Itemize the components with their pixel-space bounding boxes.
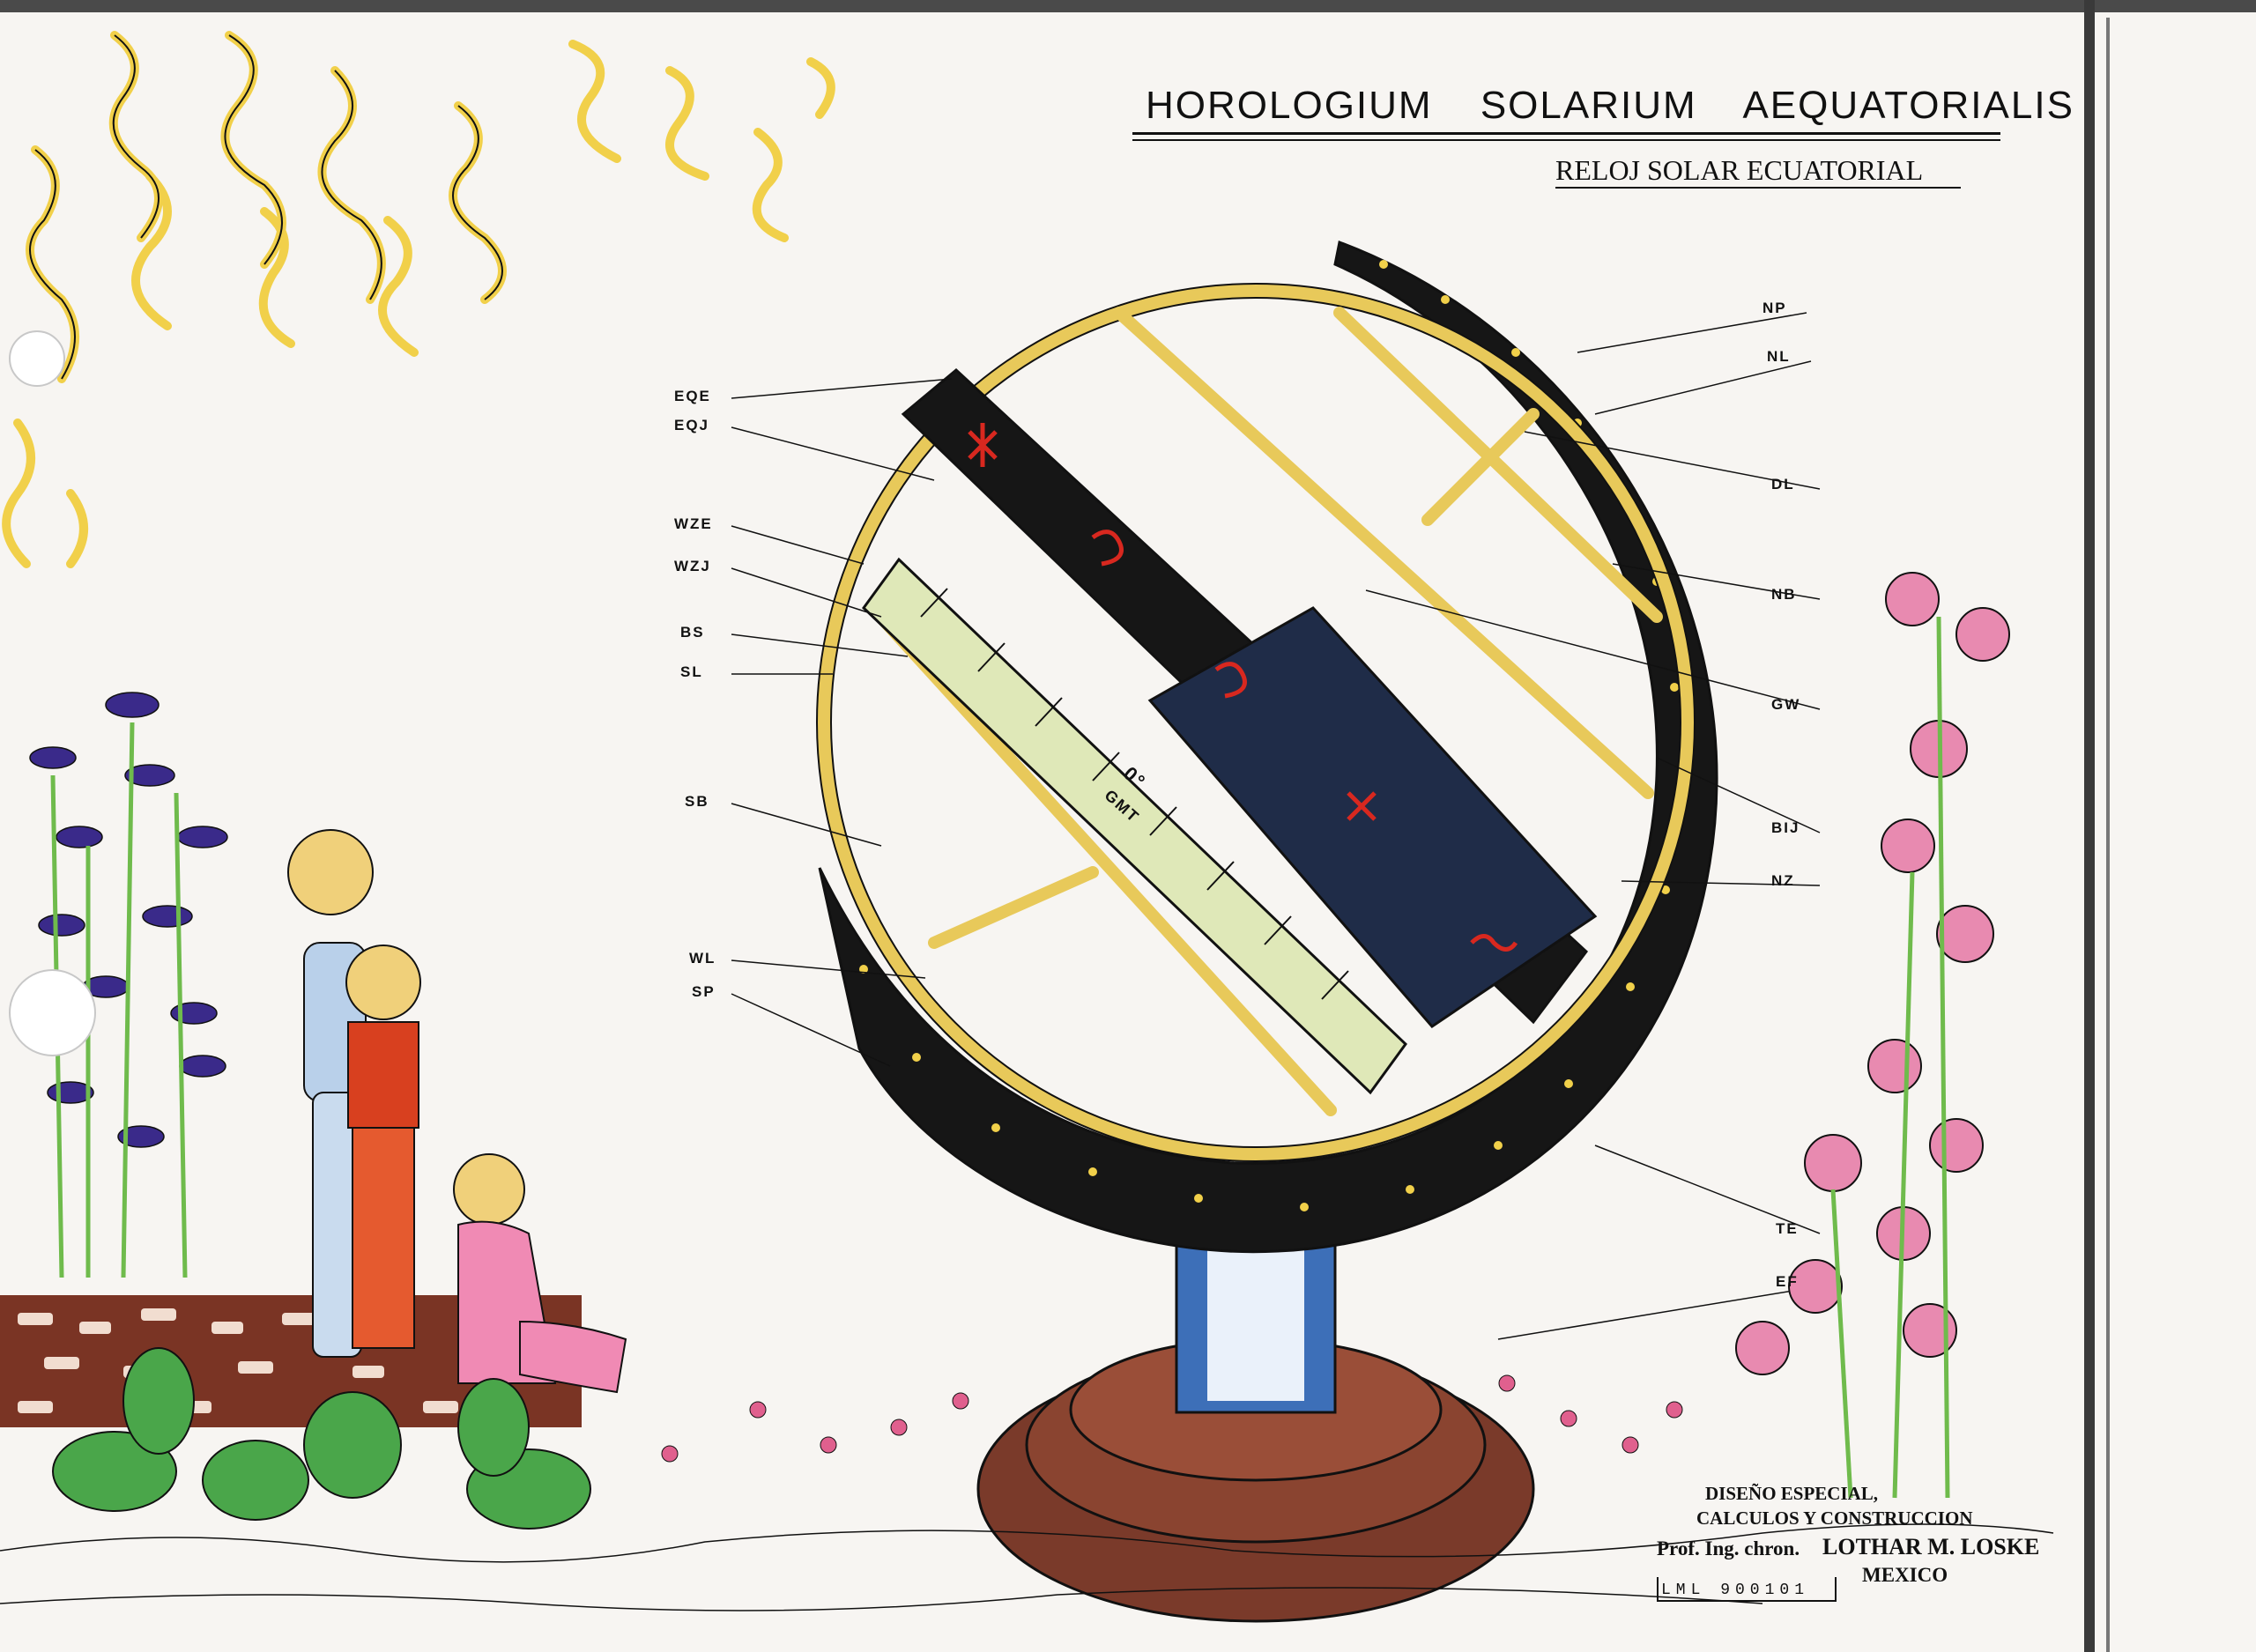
label-bij: BIJ [1771,819,1800,836]
label-wl: WL [689,950,716,967]
sun-rays [2,31,835,568]
label-wzj: WZJ [674,558,711,574]
title-word-3: AEQUATORIALIS [1742,84,2074,127]
title-word-2: SOLARIUM [1480,84,1697,127]
hour-scale [862,557,1407,1095]
equatorial-ring [817,284,1695,1161]
subtitle-underline [1555,187,1961,189]
pink-flower-stems [1830,616,1950,1499]
zodiac-symbols [968,423,1518,952]
credit-line-3-prefix: Prof. Ing. chron. [1657,1537,1800,1559]
binder-hole-bottom [9,969,96,1056]
label-sp: SP [692,983,716,1000]
credit-line-4: MEXICO [1862,1564,1948,1586]
paper-right-edge [2084,0,2095,1652]
label-bs: BS [680,624,705,641]
sun-ray-outlines [29,34,503,380]
label-eqe: EQE [674,388,711,404]
credit-line-3-name: LOTHAR M. LOSKE [1822,1534,2040,1559]
label-sb: SB [685,793,709,810]
label-eqj: EQJ [674,417,710,433]
label-te: TE [1776,1220,1799,1237]
credit-line-1: DISEÑO ESPECIAL, [1705,1483,1879,1504]
ground-scribble [0,1523,2054,1611]
pink-flowers [1735,572,2010,1375]
paper-top-edge [0,0,2256,12]
code-frame [1657,1577,1837,1602]
label-wze: WZE [674,515,713,532]
label-dl: DL [1771,476,1795,493]
label-sl: SL [680,663,703,680]
label-nz: NZ [1771,872,1795,889]
children [287,829,627,1394]
meadow-flowers [661,1374,1683,1463]
label-np: NP [1762,300,1787,316]
page-subtitle: RELOJ SOLAR ECUATORIAL [1555,154,1924,186]
meridian-crescent [818,240,1718,1254]
label-ef: EF [1776,1273,1799,1290]
title-underline-double [1132,139,2000,141]
drawing-code: LML 900101 [1661,1582,1810,1599]
binder-hole-top [9,330,65,387]
title-underline [1132,132,2000,135]
label-gw: GW [1771,696,1801,713]
gold-rods [866,307,1663,1116]
label-nb: NB [1771,586,1797,603]
credit-line-2: CALCULOS Y CONSTRUCCION [1696,1508,1973,1529]
label-nl: NL [1767,348,1791,365]
cactus-plants [52,1347,591,1530]
page-title: HOROLOGIUM SOLARIUM AEQUATORIALIS [1146,84,2073,128]
title-word-1: HOROLOGIUM [1146,84,1433,127]
paper-right-edge-shadow [2106,18,2110,1652]
sundial-base [976,1212,1535,1623]
leader-lines [731,312,1821,1340]
